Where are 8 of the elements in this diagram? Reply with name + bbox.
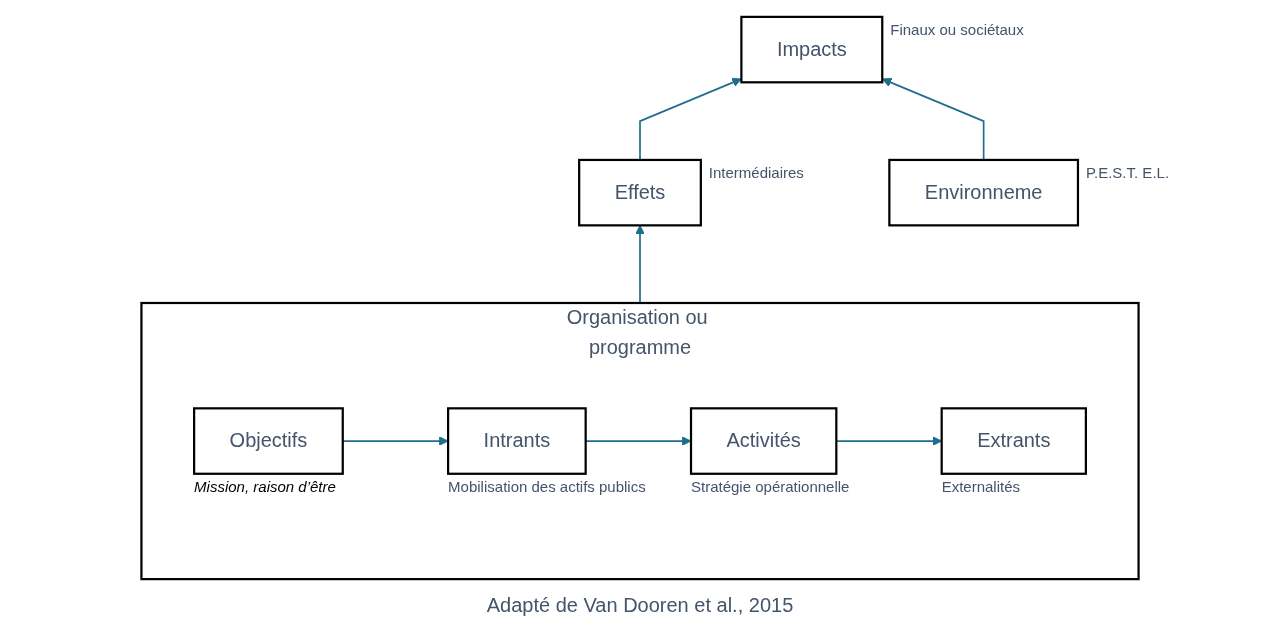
node-box: Objectifs bbox=[193, 407, 344, 475]
node-box: Impacts bbox=[740, 15, 884, 84]
node-box: Activités bbox=[689, 407, 838, 475]
node-box: Effets bbox=[578, 158, 702, 227]
node-box: Environneme bbox=[888, 158, 1080, 227]
node-box: Intrants bbox=[447, 407, 587, 475]
caption: Adapté de Van Dooren et al., 2015 bbox=[486, 594, 794, 617]
node-box: Extrants bbox=[940, 407, 1087, 475]
